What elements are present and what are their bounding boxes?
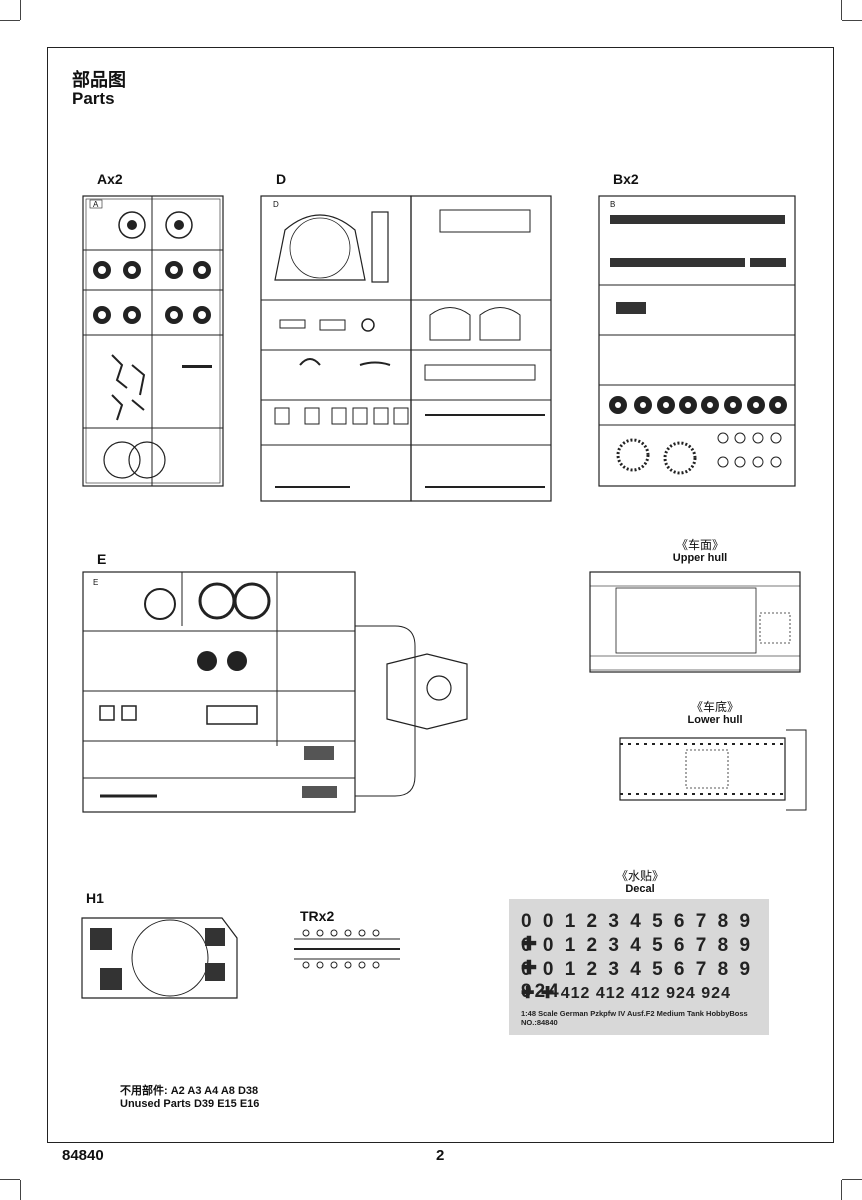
decal-sheet: 0 0 1 2 3 4 5 6 7 8 9 ✚ 0 0 1 2 3 4 5 6 … xyxy=(509,899,769,1035)
upper-hull-en: Upper hull xyxy=(672,552,728,564)
crop-mark xyxy=(842,1179,862,1180)
unused-parts-cn: 不用部件: A2 A3 A4 A8 D38 xyxy=(120,1085,259,1097)
product-number: 84840 xyxy=(62,1147,104,1164)
crop-mark xyxy=(841,1180,842,1200)
crop-mark xyxy=(20,1180,21,1200)
crop-mark xyxy=(20,0,21,20)
decal-heading-cn: 《水贴》 xyxy=(615,869,664,883)
sprue-b-label: Bx2 xyxy=(613,171,639,187)
decal-row: 0 0 1 2 3 4 5 6 7 8 9 ✚ xyxy=(521,911,754,955)
crop-mark xyxy=(841,0,842,20)
lower-hull-en: Lower hull xyxy=(687,714,743,726)
decal-heading-en: Decal xyxy=(625,883,655,895)
lower-hull-drawing xyxy=(619,729,807,811)
upper-hull-drawing xyxy=(589,571,801,673)
crop-mark xyxy=(0,20,20,21)
crop-mark xyxy=(842,20,862,21)
crop-mark xyxy=(0,1179,20,1180)
sprue-trx2-drawing xyxy=(294,929,400,969)
page-title-en: Parts xyxy=(72,89,115,108)
decal-caption: 1:48 Scale German Pzkpfw IV Ausf.F2 Medi… xyxy=(521,1009,748,1027)
sprue-a-label: Ax2 xyxy=(97,171,123,187)
sprue-d-tag: D xyxy=(273,200,279,209)
sprue-h1-drawing xyxy=(81,917,238,999)
page-frame xyxy=(47,47,834,1143)
sprue-h1-label: H1 xyxy=(86,890,104,906)
upper-hull-cn: 《车面》 xyxy=(675,538,724,552)
decal-row: ✚ ✚ 412 412 412 924 924 xyxy=(521,985,731,1002)
page-number: 2 xyxy=(436,1147,445,1164)
decal-row: 0 0 1 2 3 4 5 6 7 8 9 924 xyxy=(521,959,754,1002)
sprue-b-drawing xyxy=(598,195,796,487)
sprue-e-tag: E xyxy=(93,578,99,587)
sprue-e-label: E xyxy=(97,551,107,567)
sprue-a-drawing xyxy=(82,195,224,487)
sprue-b-tag: B xyxy=(610,200,616,209)
unused-parts-en: Unused Parts D39 E15 E16 xyxy=(120,1098,260,1110)
sprue-e-drawing xyxy=(82,571,468,813)
lower-hull-cn: 《车底》 xyxy=(690,700,739,714)
sprue-d-label: D xyxy=(276,171,287,187)
page-title-cn: 部品图 xyxy=(72,70,126,90)
sprue-d-drawing xyxy=(260,195,552,502)
sprue-trx2-label: TRx2 xyxy=(300,908,335,924)
decal-row: 0 0 1 2 3 4 5 6 7 8 9 ✚ xyxy=(521,935,754,979)
sprue-a-tag: A xyxy=(93,200,99,209)
